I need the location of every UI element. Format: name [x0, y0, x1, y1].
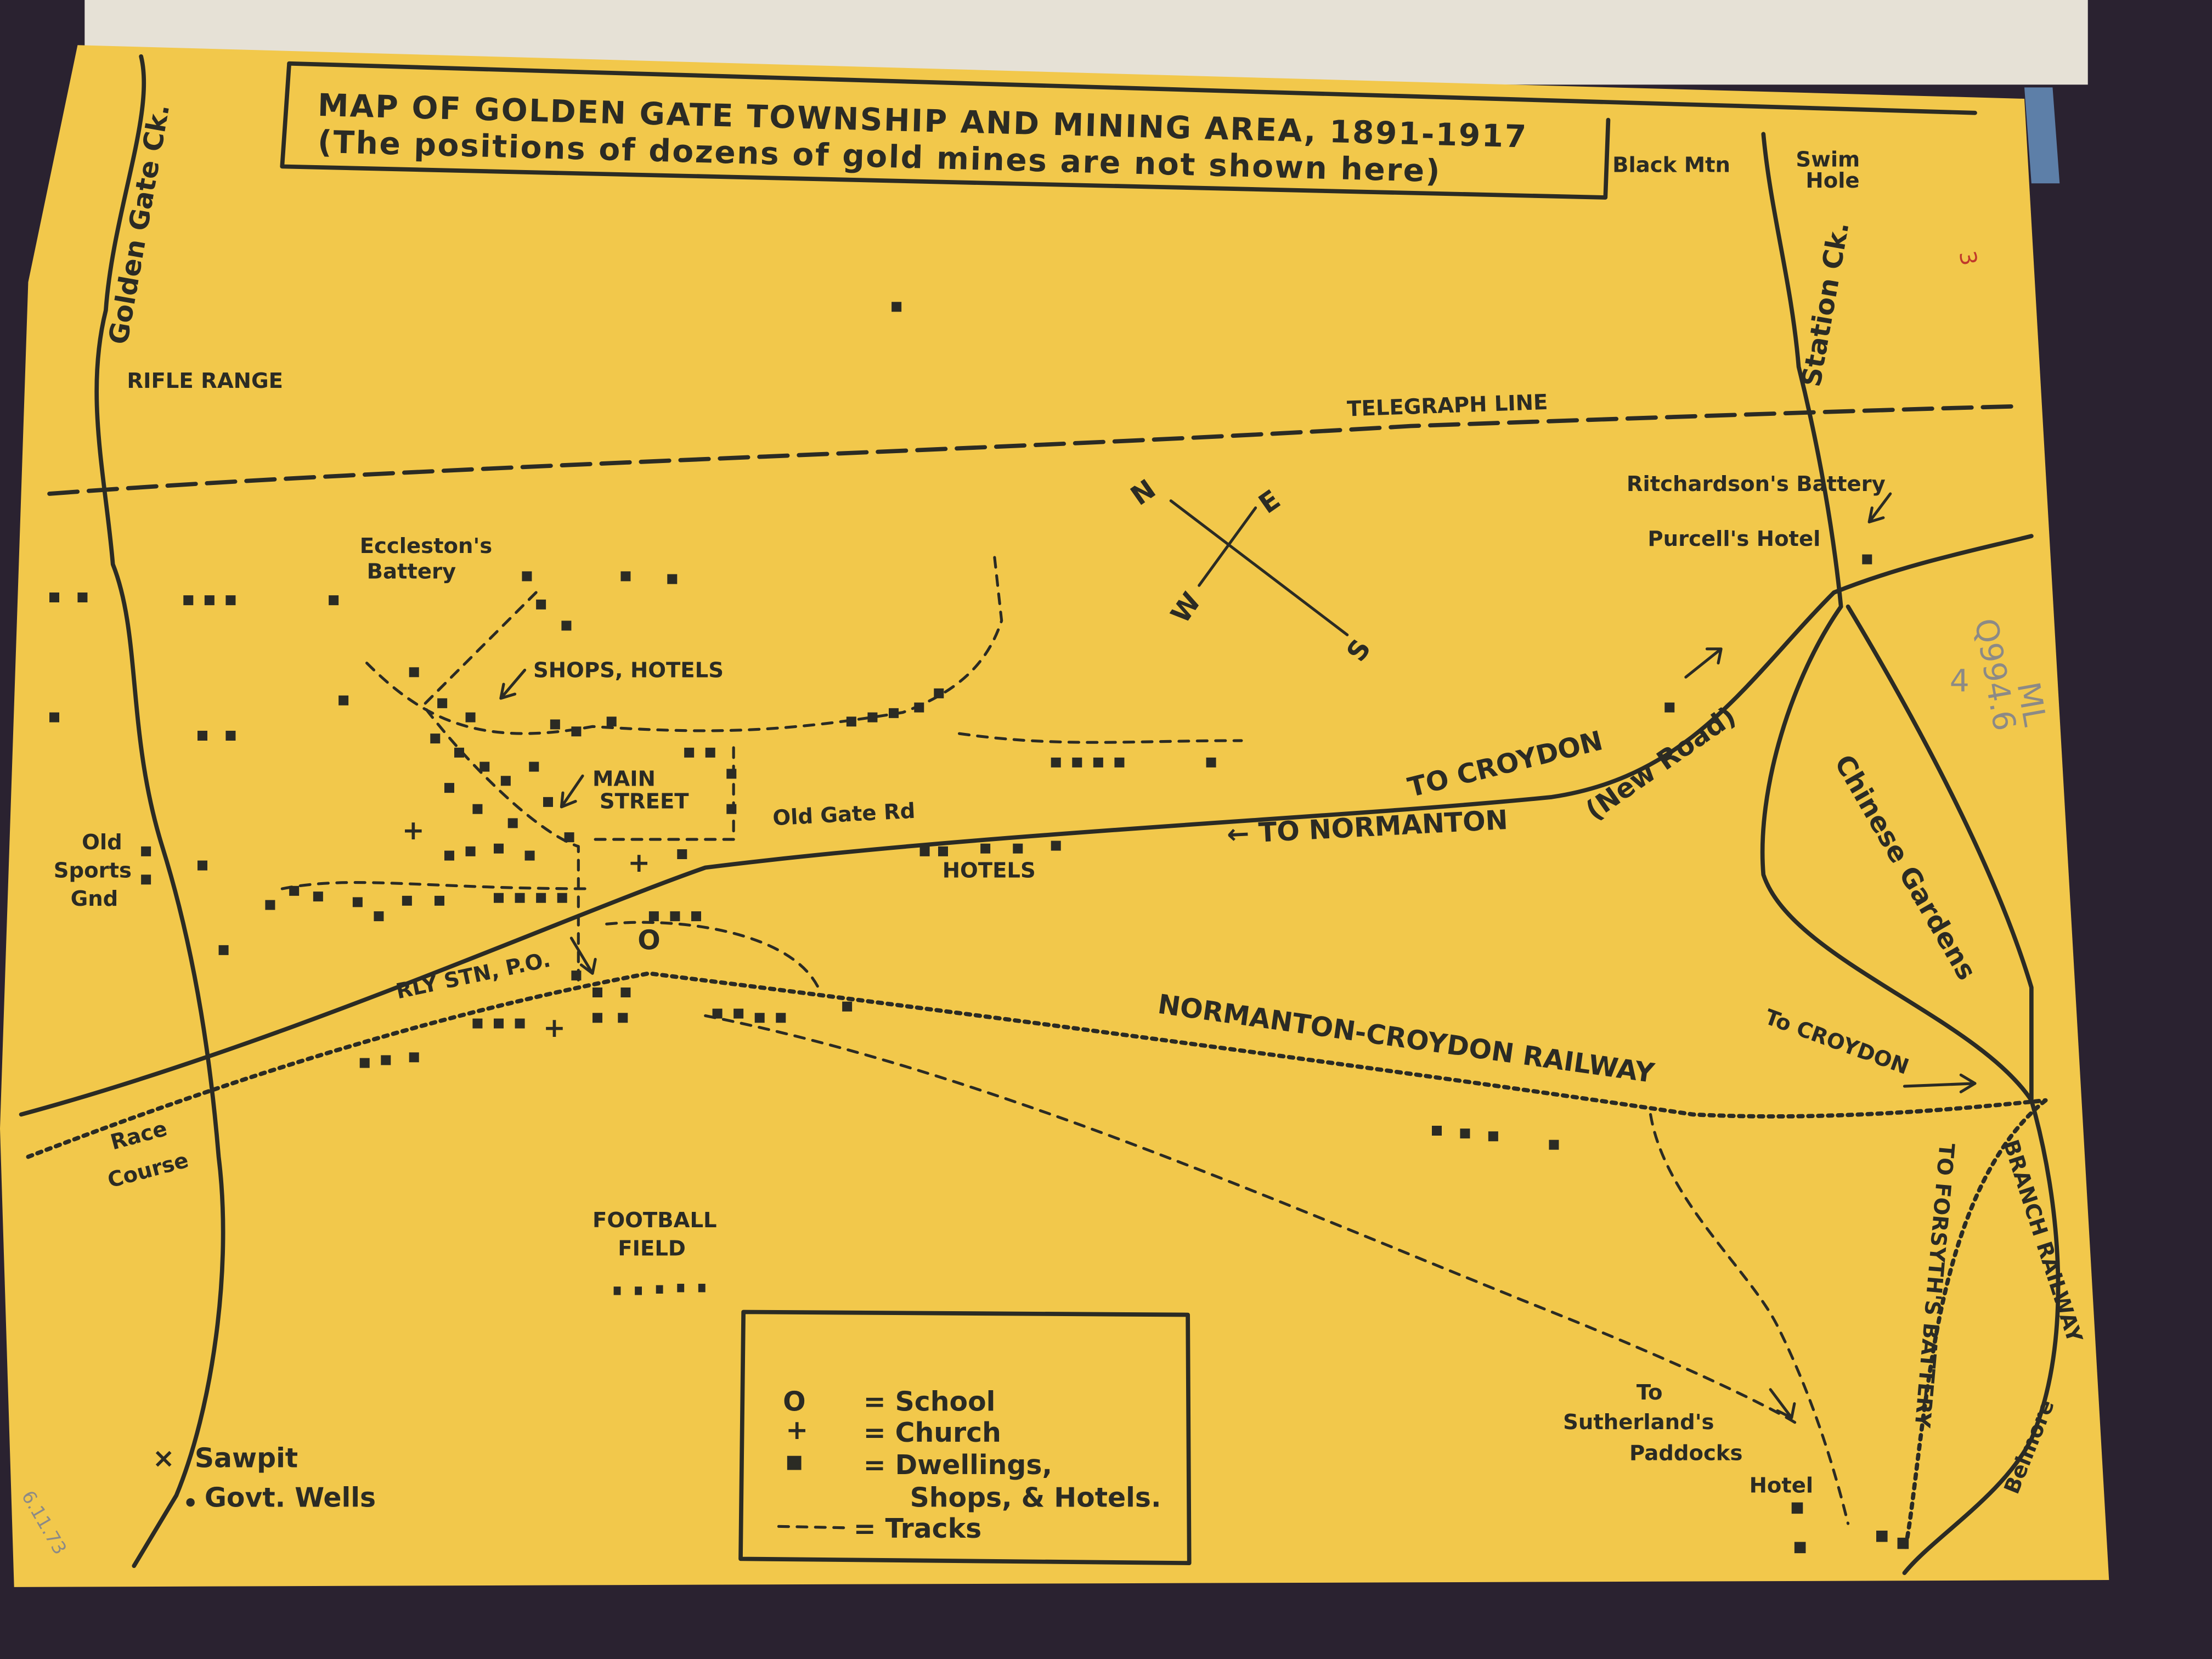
church-symbol: +: [628, 847, 650, 878]
track: [958, 732, 1243, 744]
catalogue-mark-3: 4: [1950, 663, 1970, 699]
label-rifle-range: RIFLE RANGE: [127, 369, 283, 393]
label-ecclestons: Eccleston's: [360, 534, 493, 558]
school-symbol: O: [637, 925, 661, 956]
track: [1649, 1113, 1850, 1525]
sawpit-symbol: ×: [153, 1442, 175, 1474]
old-gate-road: [19, 534, 2034, 1117]
label-black-mtn: Black Mtn: [1612, 153, 1730, 178]
pointer-arrows: [499, 492, 1977, 1419]
label-old: Old: [82, 830, 122, 855]
legend-dwellings-2: Shops, & Hotels.: [910, 1482, 1161, 1513]
label-paddocks: Paddocks: [1629, 1441, 1742, 1465]
legend-church: = Church: [864, 1417, 1001, 1448]
legend: O = School + = Church = Dwellings, Shops…: [738, 1310, 1192, 1565]
label-battery: Battery: [367, 559, 456, 584]
track: [605, 921, 820, 989]
legend-school-symbol: O: [783, 1386, 806, 1417]
track: [280, 881, 594, 890]
legend-dwelling-symbol: [787, 1455, 802, 1470]
catalogue-mark-1: ML: [2010, 679, 2053, 729]
blue-tab: [2024, 87, 2060, 184]
label-main: MAIN: [592, 766, 656, 791]
label-sports: Sports: [54, 858, 132, 883]
track: [591, 746, 735, 841]
label-hole: Hole: [1805, 168, 1859, 193]
label-sawpit: Sawpit: [195, 1442, 298, 1474]
telegraph-line: [47, 404, 2019, 496]
label-govt-wells: Govt. Wells: [205, 1482, 376, 1513]
label-swim: Swim: [1796, 147, 1860, 172]
track: [704, 1014, 1801, 1426]
label-to: To: [1637, 1380, 1663, 1405]
govt-wells-dot: [186, 1498, 195, 1507]
legend-school: = School: [864, 1386, 996, 1417]
label-sutherlands: Sutherland's: [1563, 1410, 1714, 1435]
railway-line: [26, 971, 2048, 1159]
map-paper: [0, 45, 2109, 1587]
label-hotel: Hotel: [1750, 1474, 1814, 1498]
station-creek: [1760, 132, 2034, 1103]
track: [365, 556, 1003, 735]
church-symbol: +: [543, 1012, 566, 1043]
church-symbol: +: [402, 815, 425, 846]
label-gnd: Gnd: [71, 887, 119, 911]
label-shops-hotels: SHOPS, HOTELS: [533, 658, 724, 682]
label-purcells-hotel: Purcell's Hotel: [1647, 527, 1820, 551]
legend-church-symbol: +: [786, 1414, 808, 1446]
label-hotels: HOTELS: [943, 858, 1036, 883]
creek-branch: [1846, 604, 2061, 1575]
legend-tracks: = Tracks: [854, 1513, 981, 1544]
legend-dwellings: = Dwellings,: [864, 1449, 1052, 1481]
label-football: FOOTBALL: [592, 1208, 717, 1233]
golden-gate-creek: [94, 54, 225, 1568]
label-street: STREET: [600, 789, 689, 814]
label-field: FIELD: [618, 1237, 686, 1261]
branch-railway-line: [1902, 1098, 2048, 1554]
dwellings: [49, 302, 1909, 1554]
legend-track-symbol: [777, 1525, 848, 1530]
label-richardsons-battery: Ritchardson's Battery: [1627, 472, 1886, 496]
